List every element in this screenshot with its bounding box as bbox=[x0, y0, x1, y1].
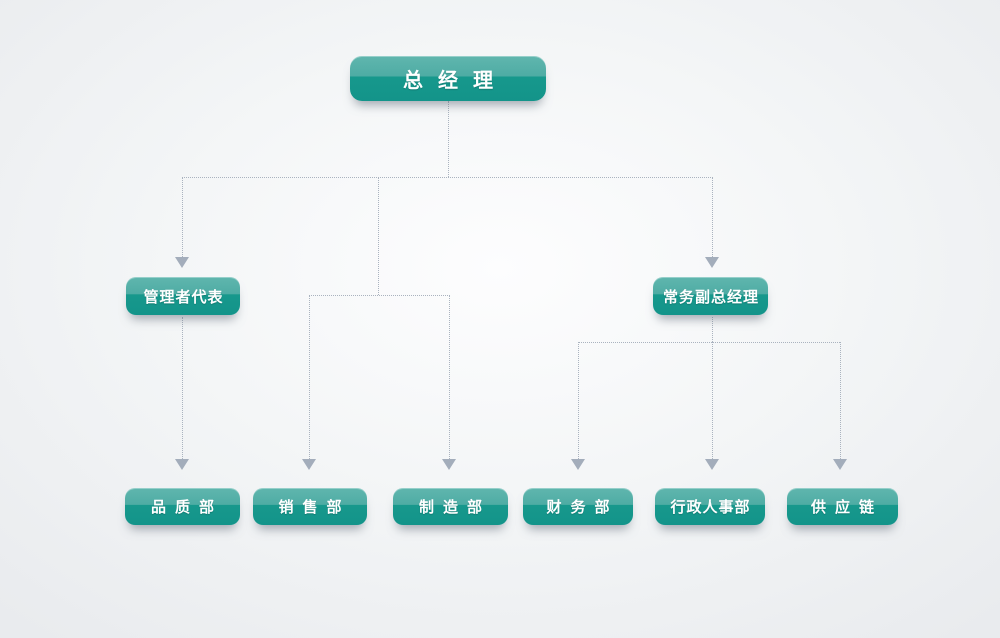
org-node-general-manager: 总经理 bbox=[350, 56, 546, 101]
connector-level2-rail bbox=[182, 177, 713, 178]
connector-to-admin-hr bbox=[712, 342, 713, 459]
org-node-deputy-general-manager: 常务副总经理 bbox=[653, 277, 768, 315]
down-arrow-icon bbox=[175, 257, 189, 268]
down-arrow-icon bbox=[571, 459, 585, 470]
connector-to-sales bbox=[309, 295, 310, 459]
org-node-finance-dept: 财务部 bbox=[523, 488, 633, 525]
connector-to-supply-chain bbox=[840, 342, 841, 459]
connector-mid-branch-drop bbox=[378, 177, 379, 295]
org-node-label: 供应链 bbox=[810, 499, 883, 516]
down-arrow-icon bbox=[705, 257, 719, 268]
org-node-admin-hr-dept: 行政人事部 bbox=[655, 488, 765, 525]
org-node-label: 总经理 bbox=[403, 70, 508, 92]
org-node-sales-dept: 销售部 bbox=[253, 488, 367, 525]
org-node-manufacturing-dept: 制造部 bbox=[393, 488, 508, 525]
connector-mid-branch-rail bbox=[309, 295, 450, 296]
org-node-label: 管理者代表 bbox=[143, 288, 224, 306]
connector-gm-drop bbox=[448, 101, 449, 177]
down-arrow-icon bbox=[302, 459, 316, 470]
down-arrow-icon bbox=[705, 459, 719, 470]
org-node-management-representative: 管理者代表 bbox=[126, 277, 240, 315]
org-node-supply-chain: 供应链 bbox=[787, 488, 898, 525]
connector-deputy-gm-drop bbox=[712, 317, 713, 342]
connector-to-quality bbox=[182, 317, 183, 459]
connector-deputy-rail bbox=[578, 342, 840, 343]
org-node-label: 销售部 bbox=[278, 499, 351, 516]
connector-to-deputy-gm bbox=[712, 177, 713, 257]
org-node-label: 制造部 bbox=[418, 499, 491, 516]
down-arrow-icon bbox=[175, 459, 189, 470]
org-node-label: 品质部 bbox=[150, 499, 223, 516]
org-node-label: 财务部 bbox=[546, 499, 619, 516]
org-node-label: 常务副总经理 bbox=[662, 288, 759, 306]
connector-to-mgmt-rep bbox=[182, 177, 183, 257]
connector-to-finance bbox=[578, 342, 579, 459]
org-node-label: 行政人事部 bbox=[670, 499, 751, 516]
org-node-quality-dept: 品质部 bbox=[125, 488, 240, 525]
down-arrow-icon bbox=[442, 459, 456, 470]
down-arrow-icon bbox=[833, 459, 847, 470]
connector-to-manufacturing bbox=[449, 295, 450, 459]
